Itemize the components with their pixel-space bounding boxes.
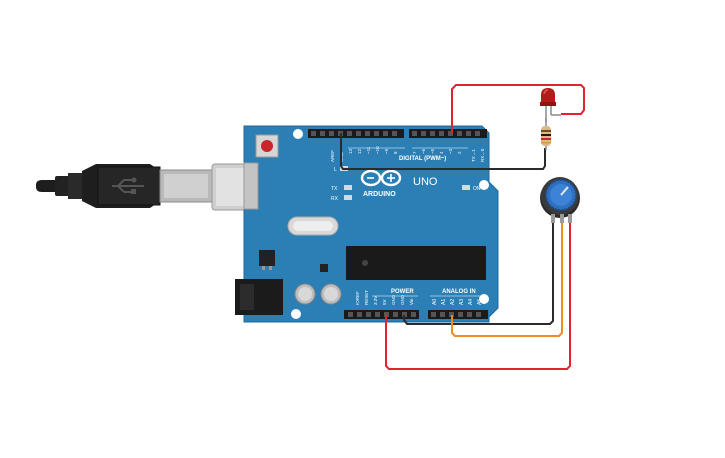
pin-label-12: 12 <box>357 148 362 154</box>
pin-label-10: ~10 <box>375 146 380 154</box>
pin-label-13: 13 <box>348 148 353 154</box>
pin-label-ioref: IOREF <box>355 291 360 305</box>
microcontroller-chip <box>346 246 486 280</box>
power-header-label: POWER <box>391 289 414 295</box>
resistor[interactable] <box>541 118 551 150</box>
digital-header-label: DIGITAL (PWM~) <box>399 156 446 162</box>
pin-label-9: ~9 <box>384 148 389 154</box>
rx-label: RX <box>331 196 339 202</box>
arduino-logo <box>360 169 402 187</box>
crystal-oscillator <box>287 216 339 236</box>
digital-header[interactable] <box>308 129 487 138</box>
analog-header-label: ANALOG IN <box>442 289 476 295</box>
model-label: UNO <box>413 176 438 188</box>
arduino-board[interactable]: TX RX L ON ARDUINO UNO <box>235 125 499 323</box>
pin-label-a5: A5 <box>477 299 483 305</box>
pin-label-6: ~6 <box>421 148 426 154</box>
pin-label-11: ~11 <box>366 146 371 154</box>
wire-black-power-gnd[interactable] <box>403 222 554 325</box>
pin-label-gnd-2: GND <box>400 294 405 305</box>
pin-label-5v: 5V <box>382 299 387 305</box>
brand-label: ARDUINO <box>363 191 396 198</box>
pin-label-aref: AREF <box>330 150 335 162</box>
l-label: L <box>334 167 337 173</box>
wire-red-led[interactable] <box>451 84 585 133</box>
usb-icon <box>112 177 144 194</box>
potentiometer[interactable] <box>540 177 580 223</box>
reset-button[interactable] <box>255 134 279 158</box>
pin-label-a1: A1 <box>441 299 447 305</box>
pin-label-a3: A3 <box>459 299 465 305</box>
pin-label-3v3: 3.3V <box>373 296 378 305</box>
tx-label: TX <box>331 186 338 192</box>
usb-cable[interactable] <box>36 163 259 211</box>
pin-label-8: 8 <box>393 151 398 154</box>
power-header[interactable] <box>344 310 419 319</box>
red-led[interactable] <box>540 88 561 122</box>
capacitor <box>320 283 342 305</box>
capacitor <box>294 283 316 305</box>
pin-label-4: 4 <box>439 151 444 154</box>
wire-black-digital-gnd[interactable] <box>340 133 546 170</box>
pin-label-3: ~3 <box>448 148 453 154</box>
pin-label-gnd-1: GND <box>391 294 396 305</box>
pin-label-5: ~5 <box>430 148 435 154</box>
analog-header[interactable] <box>428 310 488 319</box>
pin-label-vin: Vin <box>409 298 414 305</box>
pin-label-a2: A2 <box>450 299 456 305</box>
pin-label-7: 7 <box>412 151 417 154</box>
pin-label-a4: A4 <box>468 299 474 305</box>
dc-power-jack[interactable] <box>235 279 283 315</box>
pin-label-tx1: TX→1 <box>471 149 476 162</box>
pin-label-a0: A0 <box>432 299 438 305</box>
pin-label-2: 2 <box>457 151 462 154</box>
pin-label-reset: RESET <box>364 290 369 305</box>
pin-label-rx0: RX←0 <box>480 148 485 162</box>
wire-orange-a2[interactable] <box>451 222 563 337</box>
wire-red-5v[interactable] <box>385 222 571 370</box>
on-label: ON <box>473 186 481 192</box>
